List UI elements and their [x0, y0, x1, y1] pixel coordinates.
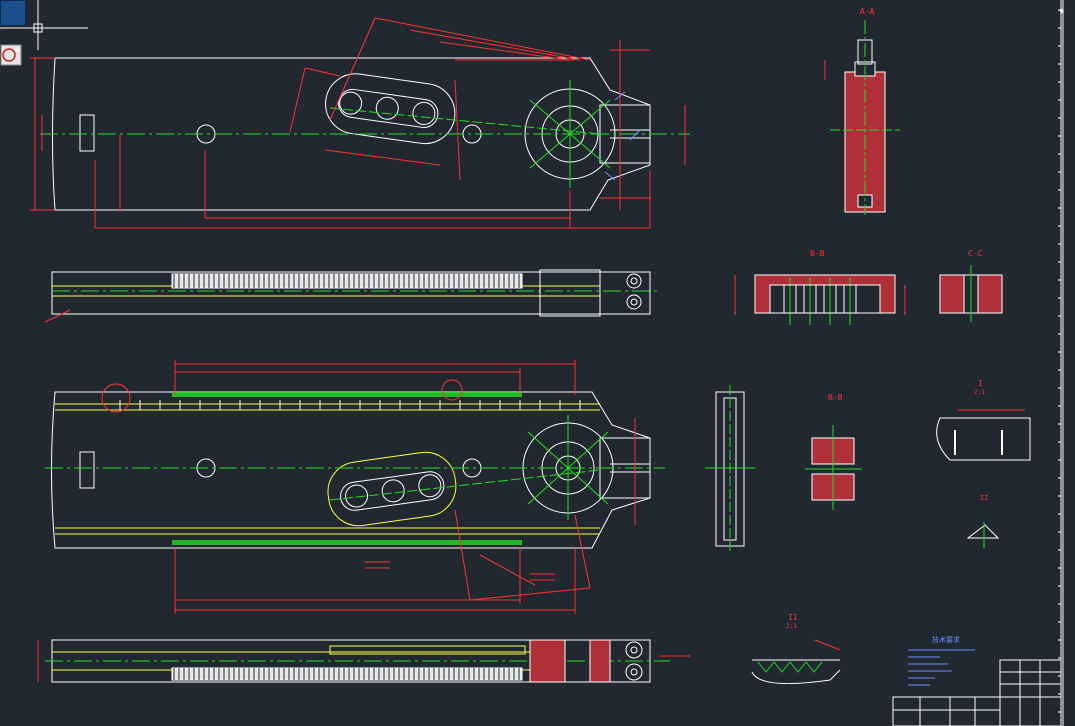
section-a-a-label: A-A [860, 7, 875, 16]
bottom-elevation-view [37, 639, 690, 683]
side-elevation-view [44, 269, 660, 323]
detail-ii: II 2:1 [751, 613, 841, 685]
end-view [705, 385, 755, 552]
svg-text:2:1: 2:1 [786, 623, 797, 630]
detail-i-label: I [978, 379, 983, 388]
main-plan-view [30, 17, 690, 229]
viewcube-icon[interactable]: × [0, 44, 22, 66]
section-b-b-top: B-B [734, 249, 906, 325]
detail-ii-label: II [788, 613, 798, 622]
section-b-b-mid-label: B-B [828, 393, 843, 402]
detail-i: I 2:1 [936, 379, 1031, 461]
section-c-c-label: C-C [968, 249, 983, 258]
technical-notes: 技术要求 [908, 635, 975, 686]
title-block [892, 659, 1062, 726]
section-c-c: C-C [939, 249, 1003, 322]
drawing-border [1058, 0, 1064, 726]
svg-text:2:1: 2:1 [974, 389, 985, 396]
crosshair-cursor [0, 0, 88, 50]
notes-title: 技术要求 [932, 635, 960, 644]
ucs-icon: ✦ [1058, 4, 1065, 17]
svg-text:II: II [980, 494, 988, 502]
section-b-b-label: B-B [810, 249, 825, 258]
section-b-b-mid: B-B [805, 393, 862, 510]
section-a-a: A-A [824, 7, 900, 215]
app-menu-icon[interactable] [0, 0, 26, 26]
svg-text:×: × [15, 46, 20, 55]
surface-symbol: II [966, 494, 1000, 548]
assembled-plan-view [45, 360, 665, 614]
